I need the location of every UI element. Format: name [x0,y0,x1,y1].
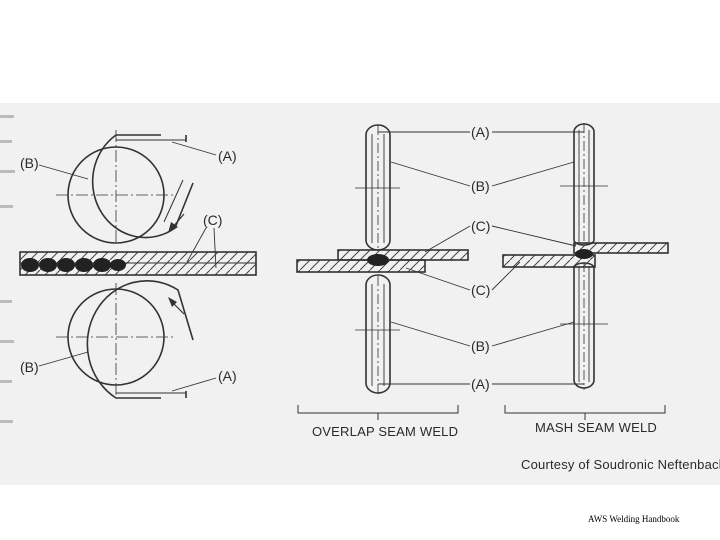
label-a-top-center: (A) [471,124,490,140]
mash-weld-illustration [491,123,669,420]
overlap-weld-nugget [367,254,389,266]
label-b-bottom-center: (B) [471,338,490,354]
credit-text: Courtesy of Soudronic Neftenbach AG [521,457,720,472]
label-a-lower-left: (A) [218,368,237,384]
roll-weld-nuggets [21,258,126,272]
roll-weld-illustration [19,130,257,399]
label-c-left: (C) [203,212,222,228]
paper-background [0,103,720,485]
overlap-weld-illustration [296,124,471,420]
mash-weld-nugget [575,249,593,259]
source-caption: AWS Welding Handbook [588,514,680,524]
label-c-bottom-center: (C) [471,282,490,298]
label-a-bottom-center: (A) [471,376,490,392]
label-b-upper-left: (B) [20,155,39,171]
label-b-top-center: (B) [471,178,490,194]
mash-lower-sheet [502,254,596,268]
label-c-top-center: (C) [471,218,490,234]
label-b-lower-left: (B) [20,359,39,375]
overlap-lower-sheet [296,259,426,273]
margin-bleed [0,115,15,423]
caption-mash-seam-weld: MASH SEAM WELD [535,420,657,435]
caption-overlap-seam-weld: OVERLAP SEAM WELD [312,424,458,439]
mash-upper-sheet [573,242,669,254]
overlap-upper-sheet [337,249,469,261]
label-a-upper-left: (A) [218,148,237,164]
welding-diagram-scan: (B) (B) (A) (A) (C) (A) (B) (C) (C) (B) … [0,103,720,485]
